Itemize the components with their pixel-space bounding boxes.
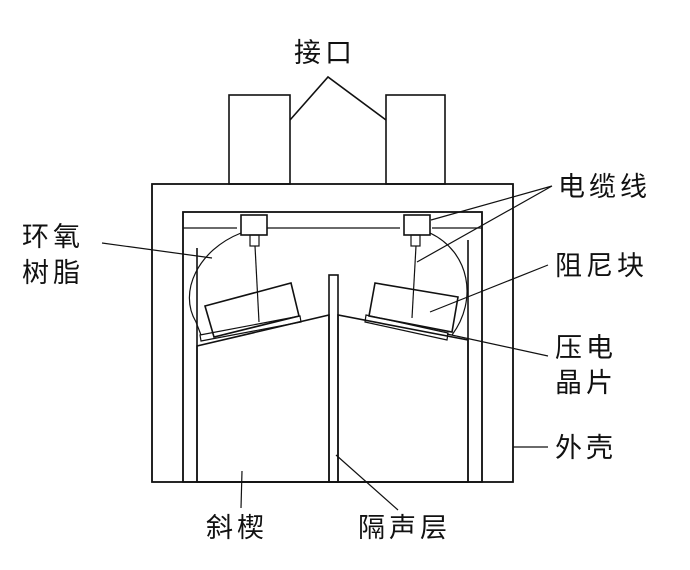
damping-block-left: [204, 282, 300, 338]
label-epoxy-line1: 环氧: [22, 222, 84, 253]
cable-wire-left: [254, 245, 260, 323]
leader-epoxy: [101, 242, 213, 259]
cable-plug-right: [410, 234, 421, 247]
label-cable: 电缆线: [558, 172, 651, 203]
connector-left: [228, 94, 291, 185]
leader-damping: [429, 264, 549, 313]
connector-right: [385, 94, 446, 185]
label-wedge: 斜楔: [206, 513, 268, 544]
label-piezo-line2: 晶片: [555, 368, 617, 399]
wedge-left: [196, 313, 330, 483]
shell-outline: [151, 183, 514, 483]
shell-inner-outline: [182, 211, 483, 483]
leader-piezo: [446, 333, 549, 357]
label-shell: 外壳: [555, 433, 617, 464]
leader-interface: [289, 75, 387, 121]
piezo-wafer-right: [364, 314, 449, 341]
cable-plug-left: [249, 234, 260, 247]
outer-shell: [151, 183, 514, 483]
epoxy-resin-right: [429, 232, 468, 336]
label-piezo-line1: 压电: [555, 333, 617, 364]
label-damping-block: 阻尼块: [555, 251, 648, 282]
leader-cable: [416, 185, 553, 263]
piezo-wafer-left: [199, 315, 302, 342]
label-interface: 接口: [294, 38, 356, 69]
inner-liner: [196, 240, 469, 482]
damping-block-right: [368, 282, 459, 333]
cable-wire-right: [411, 245, 417, 319]
cable-connector-right: [403, 214, 431, 236]
sound-barrier: [328, 274, 339, 483]
label-sound-barrier: 隔声层: [358, 513, 451, 544]
label-epoxy-line2: 树脂: [22, 258, 84, 289]
leader-barrier: [335, 454, 399, 511]
leader-wedge: [240, 470, 243, 509]
cable-connector-left: [240, 214, 268, 236]
wedge-right: [337, 314, 469, 483]
epoxy-resin-left: [188, 232, 242, 336]
